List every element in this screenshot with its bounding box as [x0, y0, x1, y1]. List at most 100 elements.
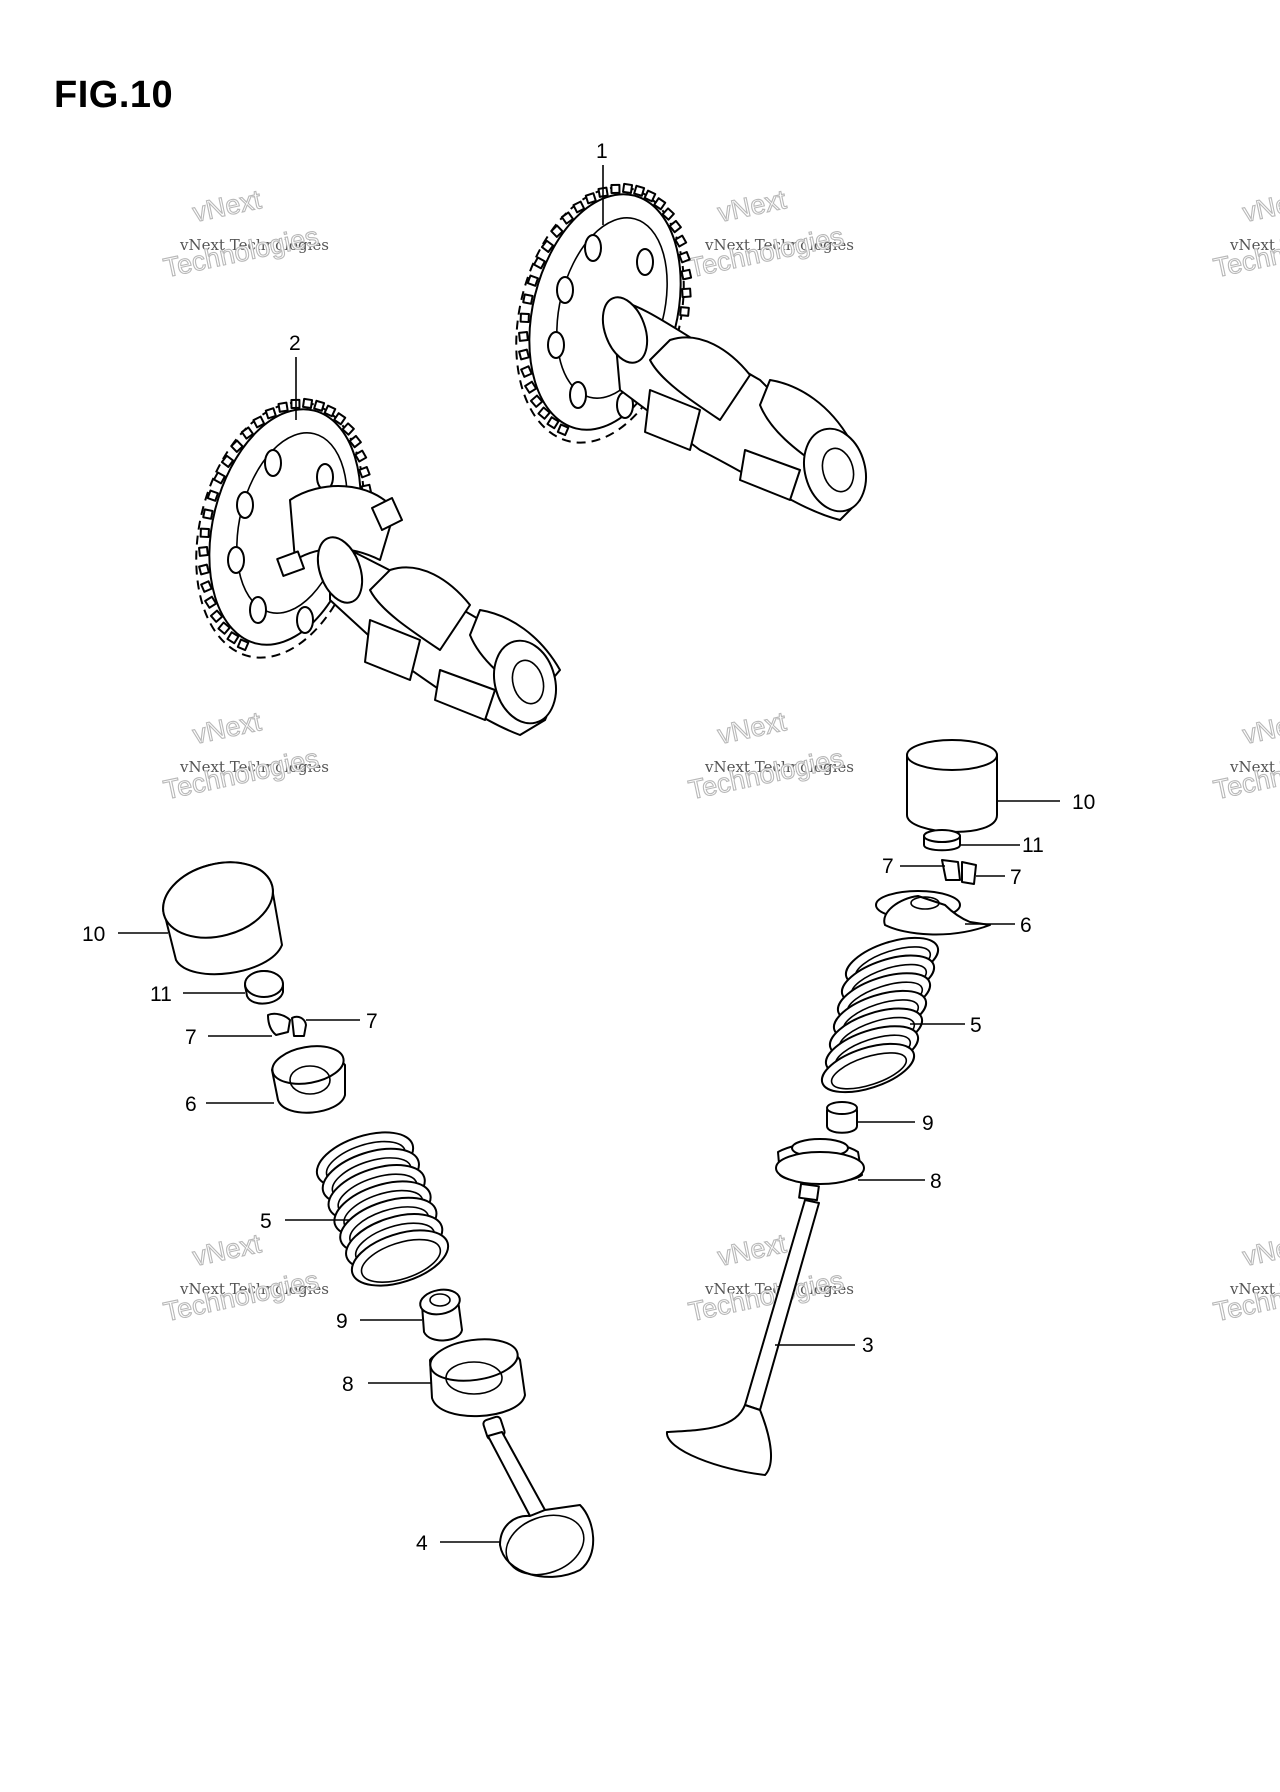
gear-tooth [584, 192, 597, 205]
gear-tooth [220, 454, 235, 468]
gear-tooth [348, 434, 362, 449]
seal-left [360, 1288, 463, 1342]
watermark-technologies: Technologies [161, 743, 321, 805]
gear-tooth [622, 182, 634, 194]
spring-coil-inner [360, 1238, 442, 1283]
gear-tooth [533, 256, 546, 270]
callout-4: 4 [416, 1532, 428, 1555]
watermark-technologies: Technologies [1211, 1265, 1280, 1327]
seal-right [826, 1101, 915, 1134]
spring-right [820, 936, 940, 1094]
spring-coil-inner [830, 1052, 908, 1090]
gear-tooth [526, 274, 539, 287]
spring-coil [350, 1229, 450, 1287]
camshaft-part-1 [515, 165, 867, 521]
gear-tooth [202, 508, 214, 520]
gear-tooth [199, 527, 210, 539]
watermark-vnext: vNext [715, 706, 789, 750]
callout-1: 1 [596, 140, 608, 163]
retainer-left [206, 1045, 346, 1114]
seat-right [775, 1138, 925, 1185]
callout-7-left-b: 7 [185, 1026, 197, 1049]
watermark-vnext-technologies: vNext Technologies [179, 236, 329, 254]
gear-tooth [277, 401, 289, 413]
gear-tooth [206, 489, 219, 502]
gear-tooth [556, 423, 570, 437]
camshaft-part-2 [195, 357, 561, 736]
gear-tooth [610, 183, 621, 194]
watermark-vnext: vNext [190, 184, 264, 228]
watermark-technologies: Technologies [1211, 743, 1280, 805]
watermark-technologies: Technologies [161, 221, 321, 283]
watermark-vnext: vNext [190, 706, 264, 750]
gear-tooth [236, 638, 250, 652]
gear-tooth [323, 404, 337, 418]
gear-tooth [668, 219, 682, 234]
watermark-technologies: Technologies [686, 1265, 846, 1327]
callout-11-left: 11 [150, 983, 172, 1006]
gear-tooth [679, 306, 690, 317]
gear-tooth [519, 312, 530, 324]
left-valve-assembly [118, 861, 595, 1578]
watermark-vnext: vNext [1240, 1228, 1280, 1272]
gear-tooth [217, 621, 231, 635]
shim-left [183, 970, 284, 1005]
retainer-right [875, 890, 1015, 936]
watermark-technologies: Technologies [1211, 221, 1280, 283]
gear-tooth [540, 239, 555, 253]
callout-9-right: 9 [922, 1112, 934, 1135]
gear-tooth [674, 234, 688, 248]
gear-tooth [226, 631, 240, 645]
gear-tooth [678, 251, 691, 264]
gear-tooth [200, 580, 213, 593]
callout-8-right: 8 [930, 1170, 942, 1193]
spring-left [315, 1131, 450, 1287]
watermark-vnext: vNext [715, 184, 789, 228]
gear-tooth [252, 415, 266, 429]
gear-tooth [204, 595, 218, 609]
tappet-right [906, 739, 1060, 833]
gear-tooth [341, 422, 355, 436]
gear-tooth [661, 207, 675, 221]
gear-tooth [198, 546, 209, 557]
gear-tooth [633, 184, 646, 197]
callout-6-right: 6 [1020, 914, 1032, 937]
gear-tooth [522, 293, 534, 305]
gear-tooth [354, 449, 368, 463]
gear-tooth [681, 287, 692, 299]
callout-10-left: 10 [82, 923, 105, 946]
watermark-vnext-technologies: vNext Technologies [179, 758, 329, 776]
watermark-vnext-technologies: vNext Technologies [1229, 1280, 1280, 1298]
gear-tooth [358, 466, 371, 479]
gear-tooth [529, 394, 544, 408]
callout-5-left: 5 [260, 1210, 272, 1233]
watermark-technologies: Technologies [161, 1265, 321, 1327]
figure-title: FIG.10 [54, 74, 174, 116]
seat-left [368, 1338, 526, 1417]
callout-5-right: 5 [970, 1014, 982, 1037]
callout-7-right-a: 7 [882, 855, 894, 878]
gear-tooth [680, 268, 693, 281]
watermark-vnext: vNext [1240, 706, 1280, 750]
watermark-vnext: vNext [1240, 184, 1280, 228]
right-valve-assembly [665, 739, 1060, 1476]
gear-tooth [518, 331, 529, 342]
gear-tooth [537, 406, 551, 420]
callout-11-right: 11 [1022, 834, 1044, 857]
gear-tooth [524, 380, 538, 394]
cotters-left [208, 1012, 360, 1037]
valve-4 [440, 1415, 595, 1578]
gear-tooth [213, 471, 226, 485]
watermark-vnext-technologies: vNext Technologies [704, 236, 854, 254]
valve-3 [665, 1182, 855, 1476]
cotters-right [900, 859, 1005, 885]
watermark-vnext: vNext [715, 1228, 789, 1272]
shim-right [923, 829, 1020, 852]
gear-tooth [313, 399, 326, 412]
callout-6-left: 6 [185, 1093, 197, 1116]
callout-7-left-a: 7 [366, 1010, 378, 1033]
callout-9-left: 9 [336, 1310, 348, 1333]
gear-tooth [643, 189, 657, 203]
gear-tooth [209, 609, 224, 623]
gear-tooth [230, 439, 244, 453]
